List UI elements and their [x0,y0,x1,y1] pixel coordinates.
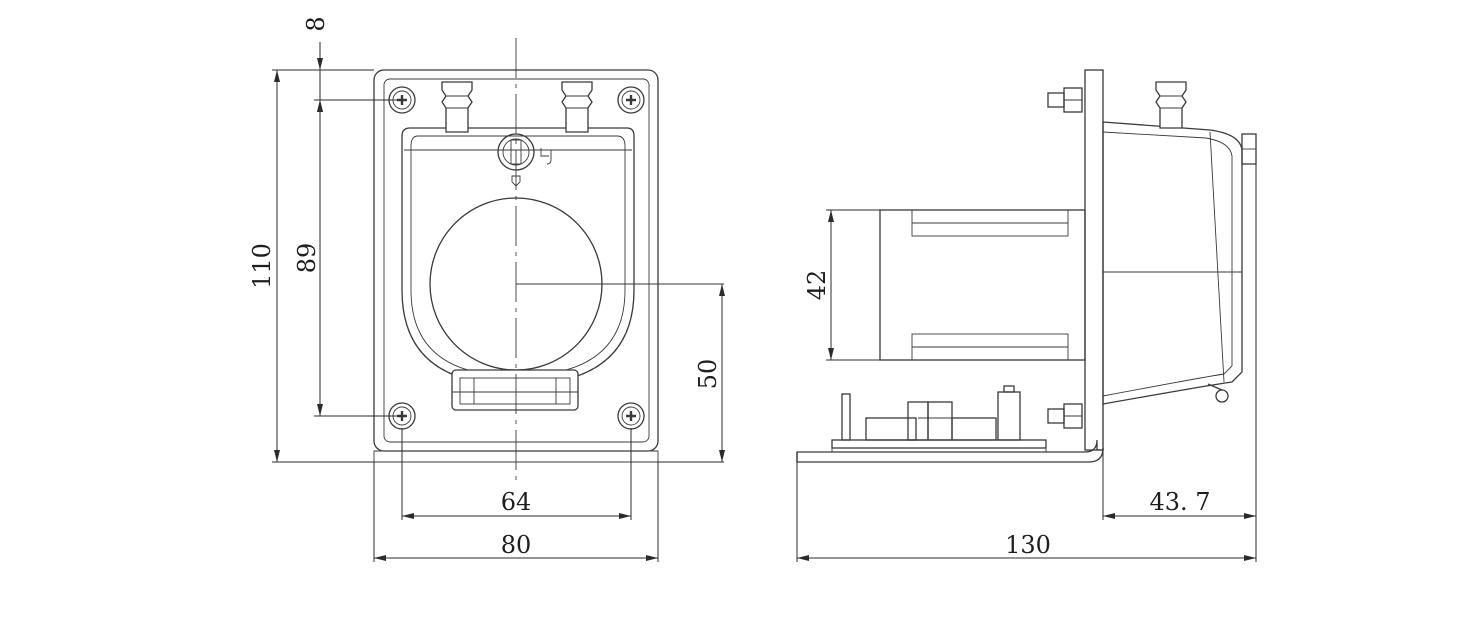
dim-overall-height: 110 [248,243,276,289]
screw-top-right-icon [616,85,646,115]
bottom-bolt [1047,403,1083,429]
bottom-latch [451,369,579,411]
side-tube-connector [1155,81,1187,129]
lock-knob [497,133,552,187]
dim-overall-length: 130 [1005,531,1051,559]
dim-hole-spacing-horizontal: 64 [501,488,532,516]
dim-motor-height: 42 [803,270,831,301]
pump-head-outer [401,127,635,386]
top-bolt [1047,87,1083,113]
side-mounting-plate [796,69,1104,463]
dim-top-offset: 8 [302,16,330,31]
dim-head-depth: 43. 7 [1149,488,1210,516]
side-view [796,69,1257,463]
pump-head-side [1102,121,1257,405]
screw-bottom-right-icon [616,401,646,431]
outlet-tube-connector [561,81,593,133]
motor-body [879,209,1086,361]
driver-board [831,385,1047,452]
inlet-tube-connector [441,81,473,133]
dim-center-height: 50 [694,359,722,390]
mounting-plate-inner [383,78,650,443]
side-dimensions: 42 43. 7 130 [796,164,1257,562]
front-view [373,38,724,483]
front-dimensions: 8 110 89 50 64 80 [248,16,725,562]
dim-hole-spacing-vertical: 89 [293,243,321,274]
pump-head-inner [410,135,626,377]
dim-overall-width: 80 [501,531,532,559]
